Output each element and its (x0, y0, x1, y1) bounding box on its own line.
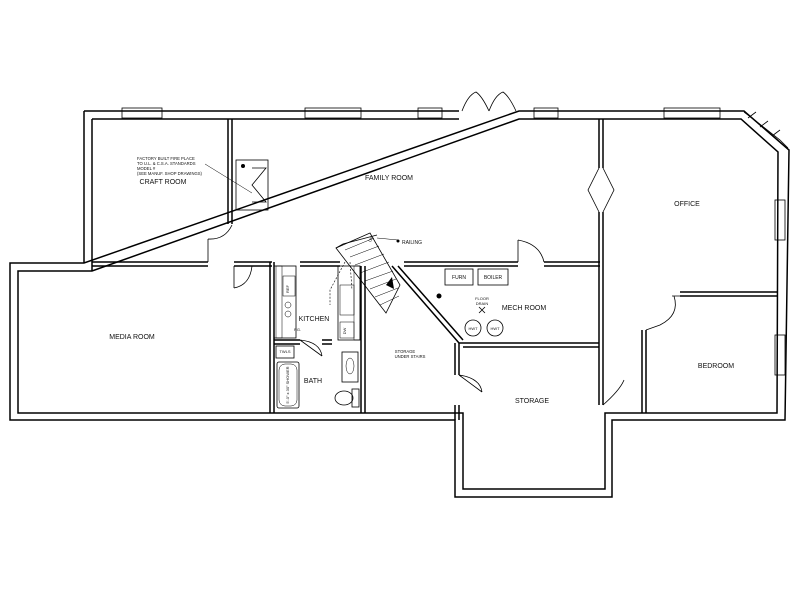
room-labels: CRAFT ROOM FAMILY ROOM OFFICE MEDIA ROOM… (109, 175, 734, 405)
fireplace-note-line1: FACTORY BUILT FIRE PLACE (137, 156, 195, 161)
staircase (329, 232, 401, 314)
room-label-media: MEDIA ROOM (109, 334, 155, 341)
exterior-walls (9, 110, 790, 498)
room-label-bath: BATH (304, 378, 322, 385)
exterior-double-door (461, 91, 517, 112)
floor-drain-label-line1: FLOOR (475, 296, 489, 301)
tub-shower-label: 5'-0" x 30" SHOWER (285, 366, 290, 403)
room-label-office: OFFICE (674, 201, 700, 208)
fireplace-note-line4: (SEE MANUF. SHOP DRAWINGS) (137, 171, 203, 176)
windows (121, 107, 789, 376)
fireplace-note-line3: MODEL # (137, 166, 156, 171)
stair-up-label: UP (367, 235, 374, 243)
fireplace (204, 159, 269, 211)
mech-equipment (396, 239, 509, 337)
towels-label: TWLS (279, 349, 290, 354)
range-label: RG. (294, 327, 301, 332)
room-label-storage: STORAGE (515, 398, 549, 405)
bath-fixtures (275, 345, 360, 409)
room-label-bedroom: BEDROOM (698, 363, 734, 370)
room-label-family: FAMILY ROOM (365, 175, 413, 182)
furnace-label: FURN (452, 275, 466, 281)
floor-drain-label-line2: DRAIN (476, 301, 489, 306)
fireplace-note-line2: TO U.L. & C.S.A. STANDARDS (137, 161, 196, 166)
ref-label: REF (285, 284, 290, 293)
annotations: FACTORY BUILT FIRE PLACE TO U.L. & C.S.A… (137, 156, 503, 404)
room-label-stair-storage-line2: UNDER STAIRS (395, 354, 426, 359)
hwt-label-1: HWT (468, 326, 478, 331)
kitchen-fixtures (273, 265, 361, 341)
doors (207, 167, 680, 406)
room-label-mech: MECH ROOM (502, 305, 547, 312)
room-label-kitchen: KITCHEN (299, 316, 330, 323)
railing-label: RAILING (402, 240, 422, 246)
boiler-label: BOILER (484, 275, 503, 281)
room-label-craft: CRAFT ROOM (140, 179, 187, 186)
dishwasher-label: DW (342, 327, 347, 334)
room-label-stair-storage-line1: STORAGE (395, 349, 416, 354)
hwt-label-2: HWT (490, 326, 500, 331)
